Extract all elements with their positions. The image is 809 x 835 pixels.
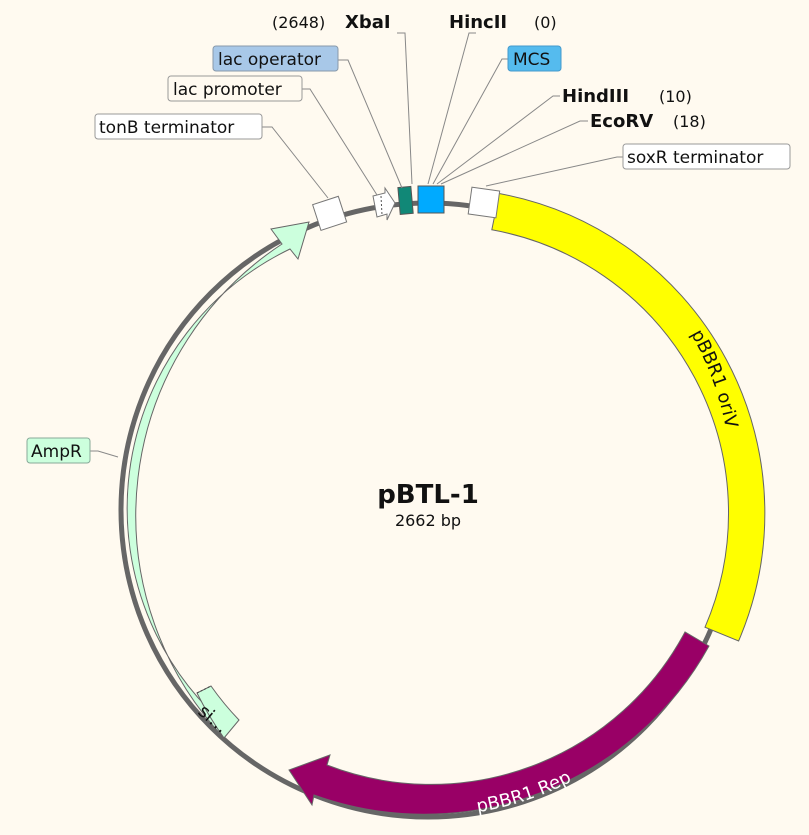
feature-lac-operator[interactable] [397, 185, 414, 216]
feature-soxr-terminator[interactable] [467, 186, 501, 219]
feature-lac-promoter[interactable] [372, 186, 396, 221]
leader-lines [90, 32, 624, 458]
enzyme-hincii[interactable]: HincII [449, 12, 507, 33]
plasmid-size: 2662 bp [395, 511, 461, 530]
feature-label-soxr-terminator[interactable]: soxR terminator [627, 148, 763, 168]
feature-ampr[interactable] [126, 221, 310, 739]
feature-signal-sequence[interactable] [196, 685, 240, 739]
enzyme-ecorv-pos: (18) [673, 112, 706, 131]
feature-label-ampr[interactable]: AmpR [31, 442, 82, 462]
feature-label-lac-promoter[interactable]: lac promoter [173, 80, 282, 100]
plasmid-name: pBTL-1 [377, 480, 479, 510]
feature-pbbr1-oriv[interactable] [491, 192, 766, 642]
enzyme-hindiii-pos: (10) [659, 87, 692, 106]
feature-label-mcs[interactable]: MCS [513, 50, 550, 70]
feature-label-tonb-terminator[interactable]: tonB terminator [99, 118, 234, 138]
feature-mcs[interactable] [417, 185, 445, 214]
enzyme-ecorv[interactable]: EcoRV [590, 111, 653, 132]
feature-tonb-terminator[interactable] [311, 195, 348, 231]
enzyme-hincii-pos: (0) [534, 13, 557, 32]
feature-pbbr1-rep[interactable] [288, 631, 710, 815]
enzyme-xbai-pos: (2648) [272, 13, 325, 32]
enzyme-xbai[interactable]: XbaI [345, 12, 391, 33]
feature-label-lac-operator[interactable]: lac operator [218, 50, 321, 70]
enzyme-hindiii[interactable]: HindIII [562, 86, 629, 107]
